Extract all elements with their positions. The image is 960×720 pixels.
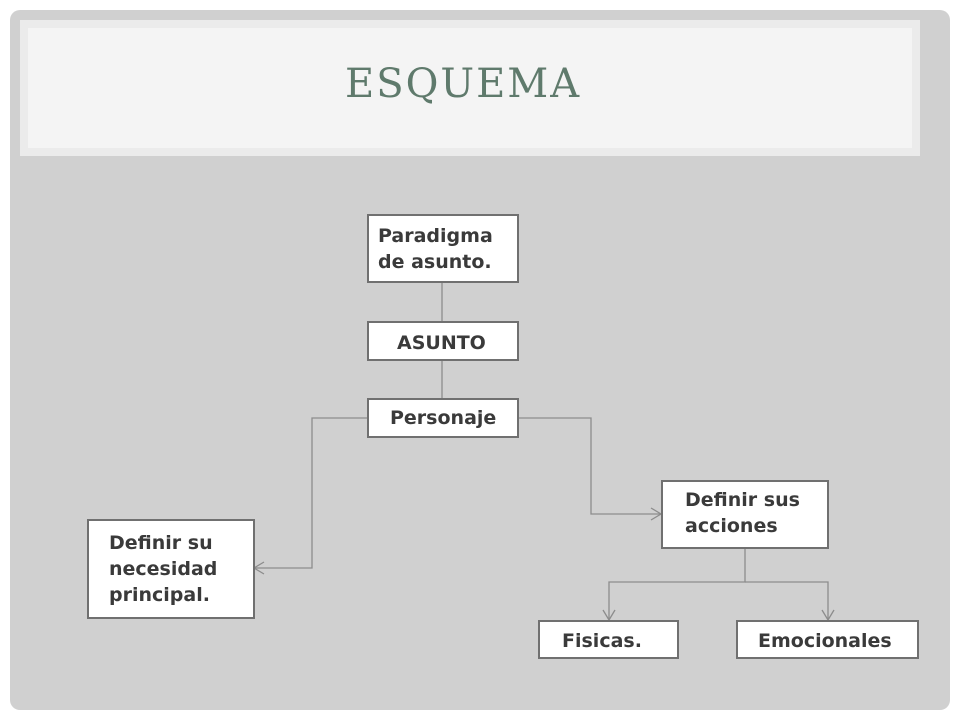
node-paradigma: Paradigma de asunto.	[367, 214, 519, 283]
slide-title: ESQUEMA	[345, 61, 582, 107]
node-emocionales: Emocionales	[736, 620, 919, 659]
node-fisicas-label: Fisicas.	[562, 630, 642, 652]
node-necesidad-line-2: necesidad	[109, 558, 218, 580]
title-band	[20, 20, 920, 156]
node-personaje: Personaje	[367, 398, 519, 438]
node-acciones-line-1: Definir sus	[685, 489, 800, 511]
node-paradigma-line-2: de asunto.	[378, 251, 492, 273]
node-emocionales-label: Emocionales	[758, 630, 892, 652]
node-necesidad-line-3: principal.	[109, 584, 210, 606]
node-fisicas: Fisicas.	[538, 620, 679, 659]
node-necesidad-line-1: Definir su	[109, 532, 213, 554]
node-acciones: Definir sus acciones	[661, 480, 829, 549]
node-personaje-label: Personaje	[390, 407, 497, 429]
node-asunto: ASUNTO	[367, 321, 519, 361]
node-paradigma-line-1: Paradigma	[378, 225, 493, 247]
edge-acciones-branch	[608, 549, 746, 620]
node-necesidad: Definir su necesidad principal.	[87, 519, 255, 619]
node-asunto-label: ASUNTO	[397, 332, 486, 354]
edge-personaje-necesidad	[254, 417, 367, 569]
node-acciones-line-2: acciones	[685, 515, 778, 537]
edge-acciones-emocionales	[745, 581, 829, 620]
edge-personaje-acciones	[518, 417, 661, 515]
